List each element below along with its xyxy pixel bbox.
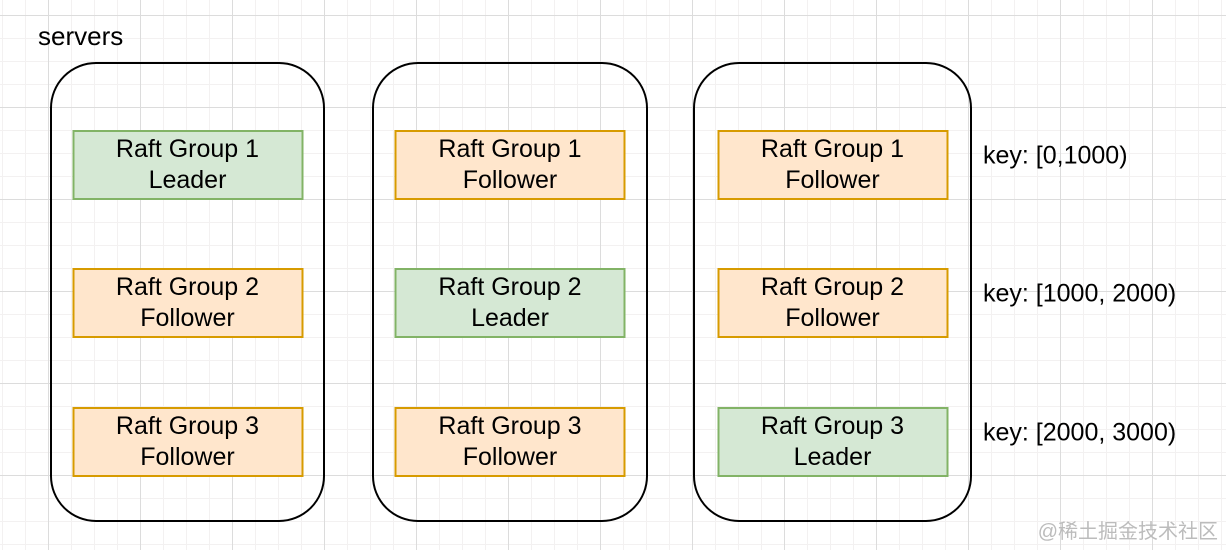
raft-node-server2-group3: Raft Group 3 Follower [394,407,626,477]
raft-node-server3-group1: Raft Group 1 Follower [717,130,948,200]
raft-group-name: Raft Group 2 [115,273,260,301]
raft-node-server2-group2: Raft Group 2 Leader [394,268,626,338]
raft-group-name: Raft Group 3 [760,412,905,440]
watermark-text: @稀土掘金技术社区 [1037,521,1218,543]
raft-node-server3-group2: Raft Group 2 Follower [717,268,948,338]
raft-group-role: Follower [785,166,880,194]
raft-node-server2-group1: Raft Group 1 Follower [394,130,626,200]
raft-node-server1-group1: Raft Group 1 Leader [72,130,303,200]
raft-node-server3-group3: Raft Group 3 Leader [717,407,948,477]
raft-node-server1-group2: Raft Group 2 Follower [72,268,303,338]
server-container-1: Raft Group 1 Leader Raft Group 2 Followe… [50,62,325,522]
raft-group-name: Raft Group 2 [760,273,905,301]
key-range-label-1: key: [0,1000) [983,141,1128,170]
key-range-label-3: key: [2000, 3000) [983,418,1177,447]
raft-group-role: Follower [140,304,235,332]
raft-group-role: Follower [785,304,880,332]
raft-group-name: Raft Group 3 [115,412,260,440]
raft-group-name: Raft Group 1 [115,135,260,163]
server-container-3: Raft Group 1 Follower Raft Group 2 Follo… [693,62,972,522]
raft-group-role: Leader [471,304,549,332]
raft-group-name: Raft Group 2 [438,273,582,301]
raft-group-name: Raft Group 3 [438,412,582,440]
raft-group-name: Raft Group 1 [760,135,905,163]
raft-group-role: Leader [148,166,227,194]
raft-group-role: Follower [140,443,235,471]
key-range-label-2: key: [1000, 2000) [983,279,1177,308]
raft-node-server1-group3: Raft Group 3 Follower [72,407,303,477]
raft-group-role: Follower [462,443,558,471]
raft-group-name: Raft Group 1 [438,135,582,163]
raft-group-role: Follower [462,166,558,194]
server-container-2: Raft Group 1 Follower Raft Group 2 Leade… [372,62,648,522]
servers-label: servers [38,21,124,51]
raft-group-role: Leader [793,443,872,471]
